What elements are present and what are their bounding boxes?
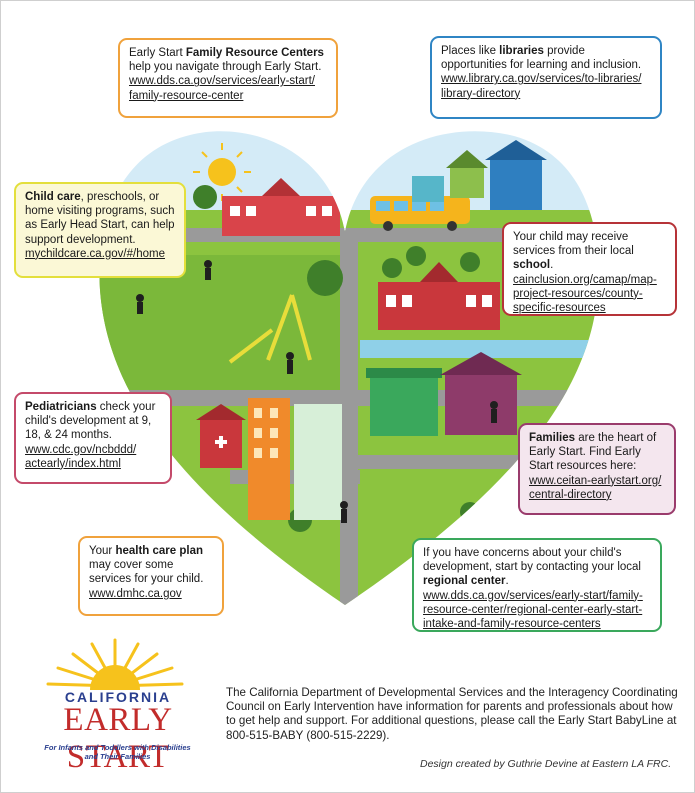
green-house: [370, 376, 438, 436]
school-post: .: [550, 259, 554, 272]
rc-link[interactable]: www.dds.ca.gov/services/early-start/fami…: [423, 589, 643, 631]
fam-post: are the heart of Early Start. Find Early…: [529, 432, 657, 473]
rc-pre: If you have concerns about your child's …: [423, 547, 641, 574]
sun-logo-icon: [46, 638, 184, 690]
sun-shape: [208, 158, 236, 186]
river: [360, 340, 599, 358]
frc-post: help you navigate through Early Start.: [129, 61, 322, 74]
child-care-callout: Child care, preschools, or home visiting…: [14, 182, 186, 278]
pediatricians-callout: Pediatricians check your child's develop…: [14, 392, 172, 484]
health-pre: Your: [89, 545, 116, 557]
child-bold: Child care: [25, 191, 81, 203]
logo-early-start: EARLY START: [63, 702, 173, 775]
family-resource-centers-callout: Early Start Family Resource Centers help…: [118, 38, 338, 118]
family-house: [445, 375, 517, 435]
playground: [228, 294, 312, 364]
health-post: may cover some services for your child.: [89, 559, 204, 586]
green-apartment: [294, 404, 342, 520]
ped-bold: Pediatricians: [25, 401, 97, 413]
school-link[interactable]: cainclusion.org/camap/map-project-resour…: [513, 273, 657, 315]
childcare-building: [222, 196, 340, 236]
school-bold: school: [513, 259, 551, 272]
orange-apartment: [248, 398, 290, 520]
libraries-callout: Places like libraries provide opportunit…: [430, 36, 662, 119]
school-callout: Your child may receive services from the…: [502, 222, 677, 316]
design-credit: Design created by Guthrie Devine at East…: [420, 758, 672, 770]
families-callout: Families are the heart of Early Start. F…: [518, 423, 676, 515]
child-post: , preschools, or home visiting programs,…: [25, 191, 175, 246]
lib-post: provide opportunities for learning and i…: [441, 45, 642, 72]
people-figures: [136, 260, 498, 523]
health-care-plan-callout: Your health care plan may cover some ser…: [78, 536, 224, 616]
logo-california: CALIFORNIA: [64, 689, 172, 705]
frc-bold: Family Resource Centers: [185, 47, 324, 59]
fam-bold: Families: [529, 432, 576, 444]
health-link[interactable]: www.dmhc.ca.gov: [89, 587, 182, 600]
rc-post: .: [505, 575, 509, 588]
fam-link[interactable]: www.ceitan-earlystart.org/ central-direc…: [529, 474, 662, 501]
ped-link[interactable]: www.cdc.gov/ncbddd/ actearly/index.html: [25, 443, 137, 470]
lib-pre: Places like: [441, 45, 500, 57]
child-link[interactable]: mychildcare.ca.gov/#/home: [25, 247, 165, 260]
frc-pre: Early Start: [129, 47, 186, 59]
health-bold: health care plan: [115, 545, 203, 557]
school-pre: Your child may receive services from the…: [513, 231, 634, 258]
school-building: [378, 282, 500, 330]
lib-link[interactable]: www.library.ca.gov/services/to-libraries…: [441, 73, 642, 100]
ped-post: check your child's development at 9, 18,…: [25, 401, 156, 442]
regional-center-callout: If you have concerns about your child's …: [412, 538, 662, 632]
lib-bold: libraries: [499, 45, 544, 57]
logo-tagline: For Infants and Toddlers with Disabiliti…: [44, 743, 191, 761]
library-building: [490, 160, 542, 210]
frc-link[interactable]: www.dds.ca.gov/services/early-start/ fam…: [129, 75, 315, 102]
road-vertical: [340, 228, 358, 605]
footer-description: The California Department of Development…: [226, 686, 678, 742]
rc-bold: regional center: [423, 575, 506, 588]
